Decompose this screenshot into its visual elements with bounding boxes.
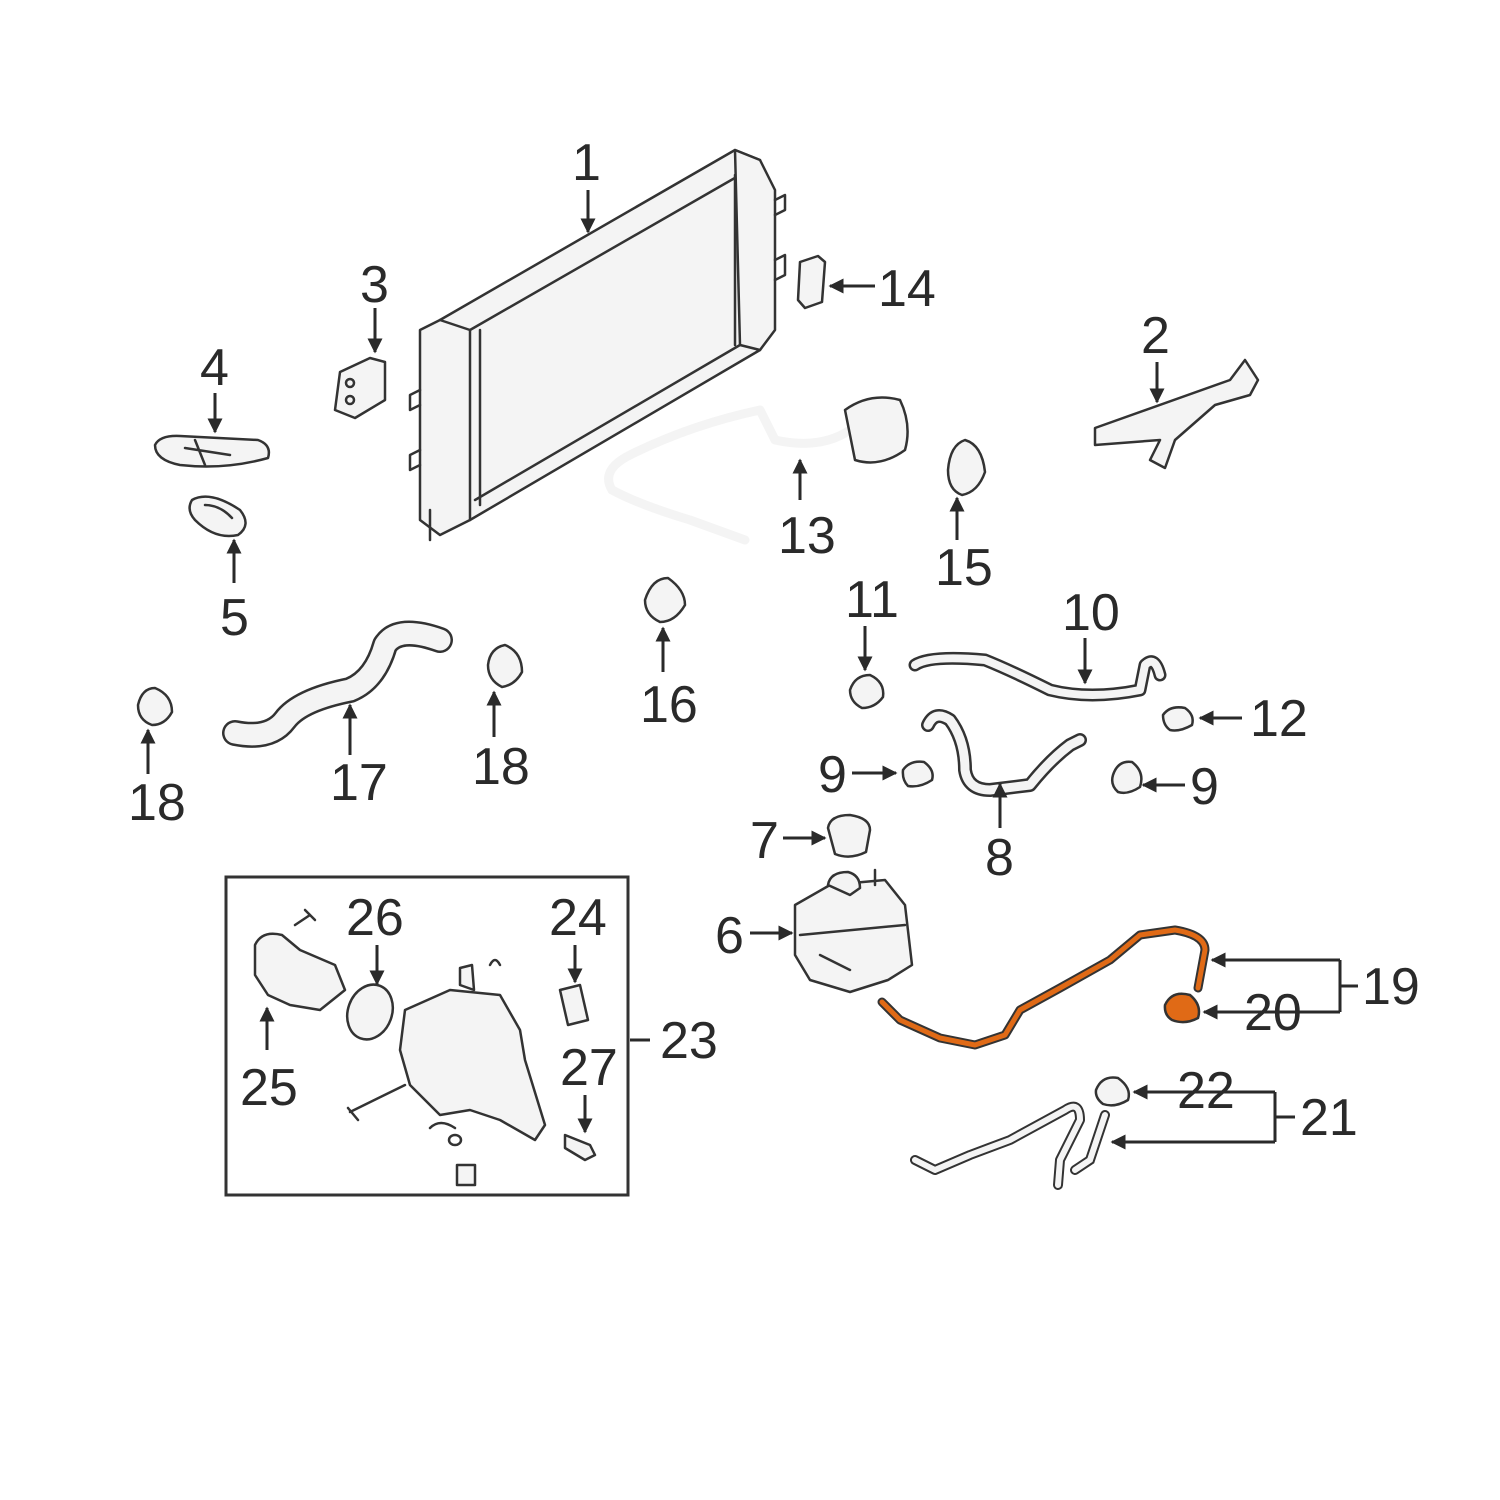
callout-27: 27 <box>560 1039 618 1097</box>
callout-10: 10 <box>1062 584 1120 642</box>
callout-17: 17 <box>330 754 388 812</box>
part-radiator <box>408 148 787 542</box>
part-lower-insulator <box>188 495 247 538</box>
callout-2: 2 <box>1141 307 1170 365</box>
part-clamp-16 <box>643 576 687 624</box>
callout-24: 24 <box>549 889 607 947</box>
part-clamp-9-left <box>901 760 934 788</box>
part-upper-radiator-hose <box>604 396 909 545</box>
bracket-21-22 <box>1110 1084 1295 1150</box>
part-thermostat-housing-25 <box>253 908 347 1012</box>
part-sensor-24 <box>558 983 590 1027</box>
part-bracket <box>333 356 387 420</box>
part-clip-14 <box>796 254 827 310</box>
callout-19: 19 <box>1362 958 1420 1016</box>
part-gasket-26 <box>345 983 395 1041</box>
part-clamp-12 <box>1161 706 1194 732</box>
callout-25: 25 <box>240 1059 298 1117</box>
callout-5: 5 <box>220 589 249 647</box>
part-air-deflector <box>1093 358 1260 470</box>
part-reservoir-cap <box>826 813 872 858</box>
clamp-20-highlight-fill <box>1163 992 1201 1024</box>
part-heater-hose-8 <box>921 709 1087 797</box>
callout-1: 1 <box>572 134 601 192</box>
part-clamp-15 <box>946 438 987 497</box>
part-clamp-22 <box>1094 1076 1131 1107</box>
part-clamp-18-right <box>486 643 524 689</box>
callout-15: 15 <box>935 539 993 597</box>
part-upper-insulator <box>153 434 271 468</box>
callout-12: 12 <box>1250 690 1308 748</box>
callout-21: 21 <box>1300 1089 1358 1147</box>
bracket-19-20 <box>1202 952 1358 1020</box>
part-overflow-hose-highlighted <box>877 925 1210 1050</box>
part-bolt-27 <box>563 1133 597 1162</box>
callout-18-left: 18 <box>128 774 186 832</box>
callout-9-right: 9 <box>1190 758 1219 816</box>
part-clamp-20-highlighted <box>1163 992 1201 1024</box>
callout-23: 23 <box>660 1012 718 1070</box>
inset-thermostat-housing: 25 26 24 27 <box>224 875 650 1197</box>
part-clamp-18-left <box>136 686 174 727</box>
part-lower-radiator-hose <box>222 620 453 748</box>
callout-22: 22 <box>1177 1062 1235 1120</box>
callout-18-right: 18 <box>472 738 530 796</box>
part-water-outlet-23 <box>398 958 547 1187</box>
part-clamp-11 <box>848 673 885 710</box>
callout-14: 14 <box>878 260 936 318</box>
callout-3: 3 <box>360 256 389 314</box>
callout-16: 16 <box>640 676 698 734</box>
overflow-hose-highlight-fill <box>879 927 1208 1048</box>
part-coolant-reservoir <box>793 868 914 994</box>
callout-13: 13 <box>778 507 836 565</box>
callout-26: 26 <box>346 889 404 947</box>
part-hose-assembly-21 <box>910 1101 1110 1190</box>
callout-6: 6 <box>715 907 744 965</box>
callout-8: 8 <box>985 829 1014 887</box>
callout-7: 7 <box>750 812 779 870</box>
callout-11: 11 <box>845 571 899 629</box>
callout-9-left: 9 <box>818 746 847 804</box>
part-clamp-9-right <box>1110 760 1143 795</box>
callout-20: 20 <box>1244 984 1302 1042</box>
callout-4: 4 <box>200 339 229 397</box>
part-bolt-left <box>346 1083 407 1122</box>
part-heater-hose-10 <box>908 651 1167 702</box>
